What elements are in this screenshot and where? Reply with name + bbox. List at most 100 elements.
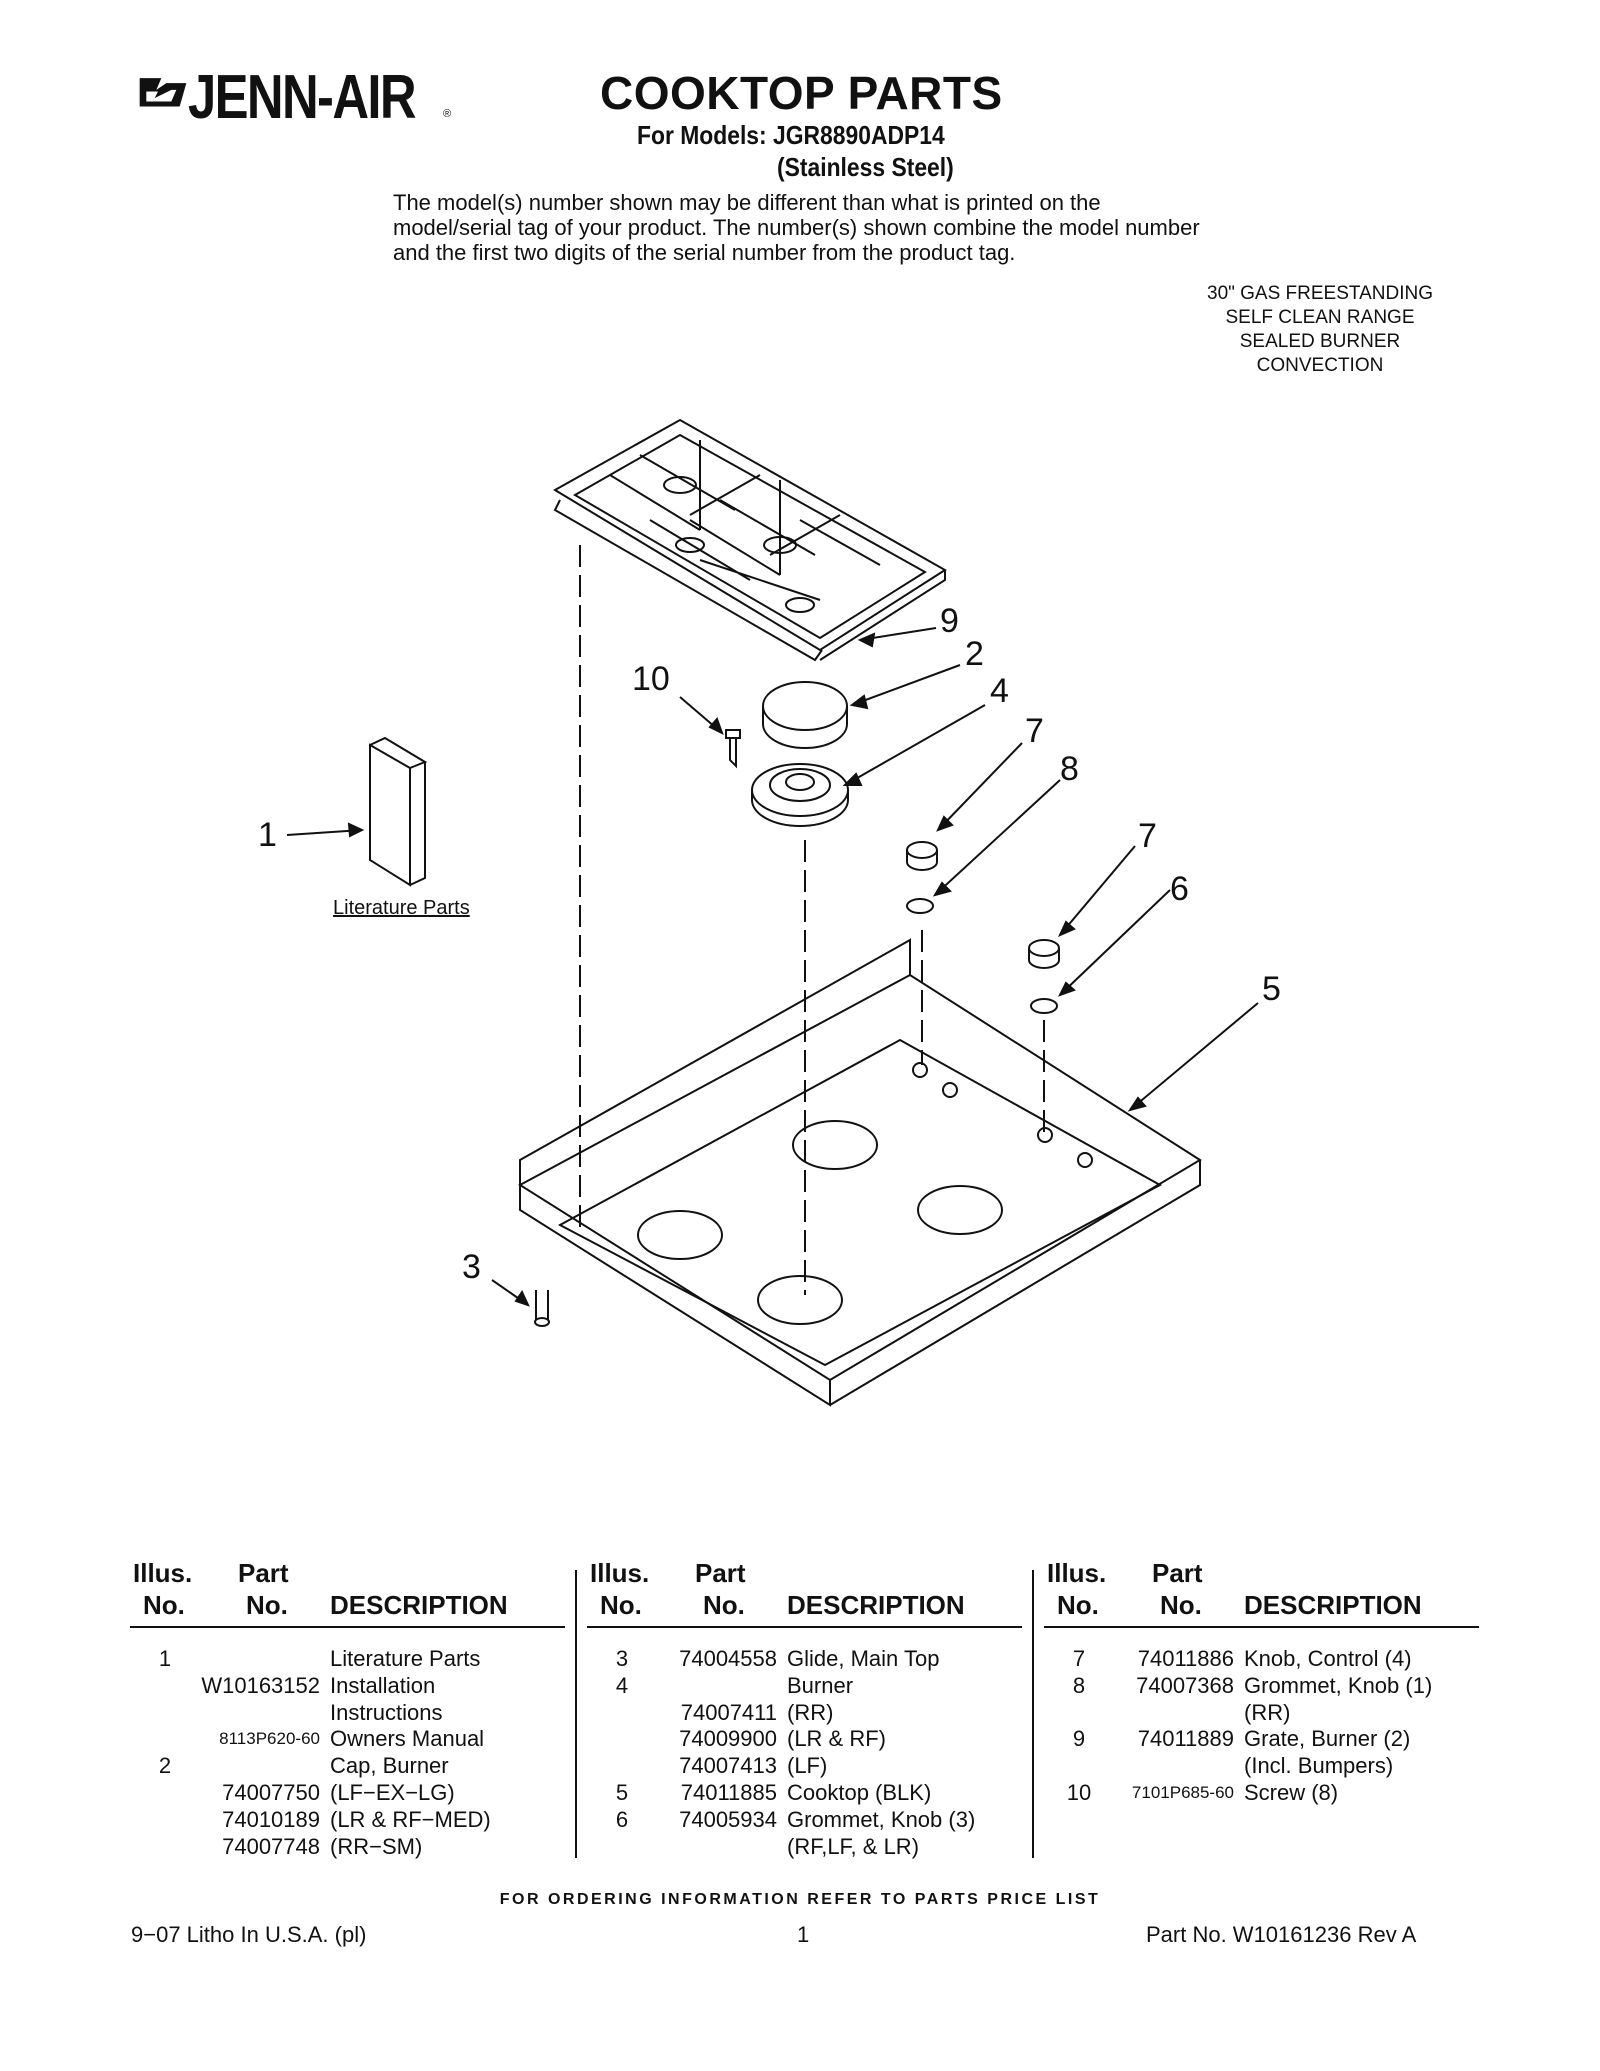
callout-number: 9 [940, 602, 959, 640]
part-description: (RF,LF, & LR) [787, 1833, 920, 1859]
callout-number: 7 [1138, 817, 1157, 855]
illus-number: 6 [615, 1806, 629, 1832]
part-header: Part [695, 1558, 746, 1588]
part-number-cell: W10163152 [201, 1672, 320, 1698]
part-number-cell: 74010189 [222, 1806, 320, 1832]
literature-parts-label: Literature Parts [333, 897, 470, 919]
brand-name: JENN-AIR [188, 63, 417, 132]
control-knob [1028, 939, 1060, 969]
part-description: (LF−EX−LG) [330, 1780, 455, 1805]
part-number-cell: 74009900 [679, 1726, 777, 1752]
burner-grate [553, 418, 947, 662]
cooktop [518, 938, 1202, 1407]
illus-number: 4 [615, 1672, 629, 1698]
brand-logo-icon [139, 78, 187, 107]
callout-number: 7 [1025, 712, 1044, 750]
header-rule [130, 1626, 565, 1628]
description-header: DESCRIPTION [330, 1590, 508, 1620]
literature-box [369, 736, 428, 887]
part-number: Part No. W10161236 Rev A [1146, 1922, 1417, 1947]
callout-number: 6 [1170, 870, 1189, 908]
part-description: Screw (8) [1244, 1780, 1339, 1805]
part-description: (LR & RF) [787, 1726, 886, 1752]
screw [725, 729, 741, 769]
glide [534, 1290, 550, 1327]
spec-line: CONVECTION [1256, 355, 1384, 376]
description-header: DESCRIPTION [787, 1590, 965, 1620]
exploded-parts-diagram: 9 2 4 7 8 7 6 5 10 1 3 [258, 418, 1281, 1407]
column-divider [1032, 1570, 1034, 1858]
part-description: Grommet, Knob (3) [787, 1806, 976, 1832]
part-description: Literature Parts [330, 1646, 481, 1671]
spec-line: SEALED BURNER [1239, 331, 1401, 352]
part-description: Cap, Burner [330, 1753, 449, 1779]
part-number-cell: 74007411 [680, 1699, 777, 1725]
spec-line: SELF CLEAN RANGE [1225, 307, 1415, 328]
header-rule [587, 1626, 1022, 1628]
illus-header: Illus. [590, 1558, 650, 1588]
illus-header: No. [1057, 1590, 1099, 1620]
illus-number: 2 [158, 1753, 172, 1779]
page-title: COOKTOP PARTS [600, 67, 1003, 119]
part-description: Grate, Burner (2) [1244, 1726, 1411, 1752]
product-spec: 30" GAS FREESTANDING SELF CLEAN RANGE SE… [1150, 282, 1490, 378]
part-description: Instructions [330, 1699, 443, 1725]
callout-number: 8 [1060, 750, 1079, 788]
callout-number: 1 [258, 816, 277, 854]
part-description: Grommet, Knob (1) [1244, 1672, 1433, 1698]
part-header: Part [238, 1558, 289, 1588]
part-description: (Incl. Bumpers) [1244, 1753, 1394, 1779]
column-divider [575, 1570, 577, 1858]
litho-line: 9−07 Litho In U.S.A. (pl) [131, 1922, 367, 1947]
part-description: Burner [787, 1672, 854, 1698]
intro-text: The model(s) number shown may be differe… [393, 190, 1200, 265]
part-number-cell: 74011885 [680, 1780, 777, 1805]
part-number-cell: 74011889 [1137, 1726, 1234, 1752]
part-description: (RR) [787, 1699, 834, 1725]
part-description: Installation [330, 1672, 436, 1698]
illus-header: No. [600, 1590, 642, 1620]
burner-base [751, 763, 849, 827]
callout-number: 10 [632, 660, 670, 698]
part-number-cell: 74011886 [1137, 1646, 1234, 1671]
part-header: No. [703, 1590, 745, 1620]
callout-number: 5 [1262, 970, 1281, 1008]
part-description: Owners Manual [330, 1726, 485, 1752]
part-number-cell: 8113P620-60 [219, 1729, 320, 1749]
part-description: (RR−SM) [330, 1833, 423, 1859]
part-header: No. [1160, 1590, 1202, 1620]
illus-number: 8 [1072, 1672, 1086, 1698]
finish-line: (Stainless Steel) [777, 152, 954, 182]
part-header: Part [1152, 1558, 1203, 1588]
knob-grommet [906, 898, 934, 914]
burner-cap [762, 681, 848, 749]
knob-grommet [1030, 998, 1058, 1014]
registered-mark: ® [443, 108, 452, 120]
illus-number: 7 [1072, 1646, 1086, 1671]
illus-number: 3 [615, 1646, 629, 1671]
part-number-cell: 7101P685-60 [1131, 1783, 1234, 1802]
models-line: For Models: JGR8890ADP14 [637, 120, 945, 150]
header-rule [1044, 1626, 1479, 1628]
illus-header: No. [143, 1590, 185, 1620]
control-knob [906, 841, 938, 871]
page-number: 1 [797, 1922, 810, 1947]
callout-number: 2 [965, 635, 984, 673]
spec-line: 30" GAS FREESTANDING [1207, 283, 1433, 304]
illus-number: 9 [1072, 1726, 1086, 1752]
ordering-notice: FOR ORDERING INFORMATION REFER TO PARTS … [499, 1891, 1101, 1908]
callout-number: 3 [462, 1248, 481, 1286]
part-number-cell: 74005934 [679, 1806, 777, 1832]
illus-number: 10 [1066, 1780, 1092, 1805]
part-description: Cooktop (BLK) [787, 1780, 932, 1805]
part-number-cell: 74007748 [222, 1833, 320, 1859]
part-description: Knob, Control (4) [1244, 1646, 1412, 1671]
illus-header: Illus. [133, 1558, 193, 1588]
description-header: DESCRIPTION [1244, 1590, 1422, 1620]
part-header: No. [246, 1590, 288, 1620]
illus-header: Illus. [1047, 1558, 1107, 1588]
part-number-cell: 74007413 [679, 1753, 777, 1779]
part-description: (RR) [1244, 1699, 1291, 1725]
part-number-cell: 74004558 [679, 1646, 777, 1671]
illus-number: 1 [158, 1646, 172, 1671]
